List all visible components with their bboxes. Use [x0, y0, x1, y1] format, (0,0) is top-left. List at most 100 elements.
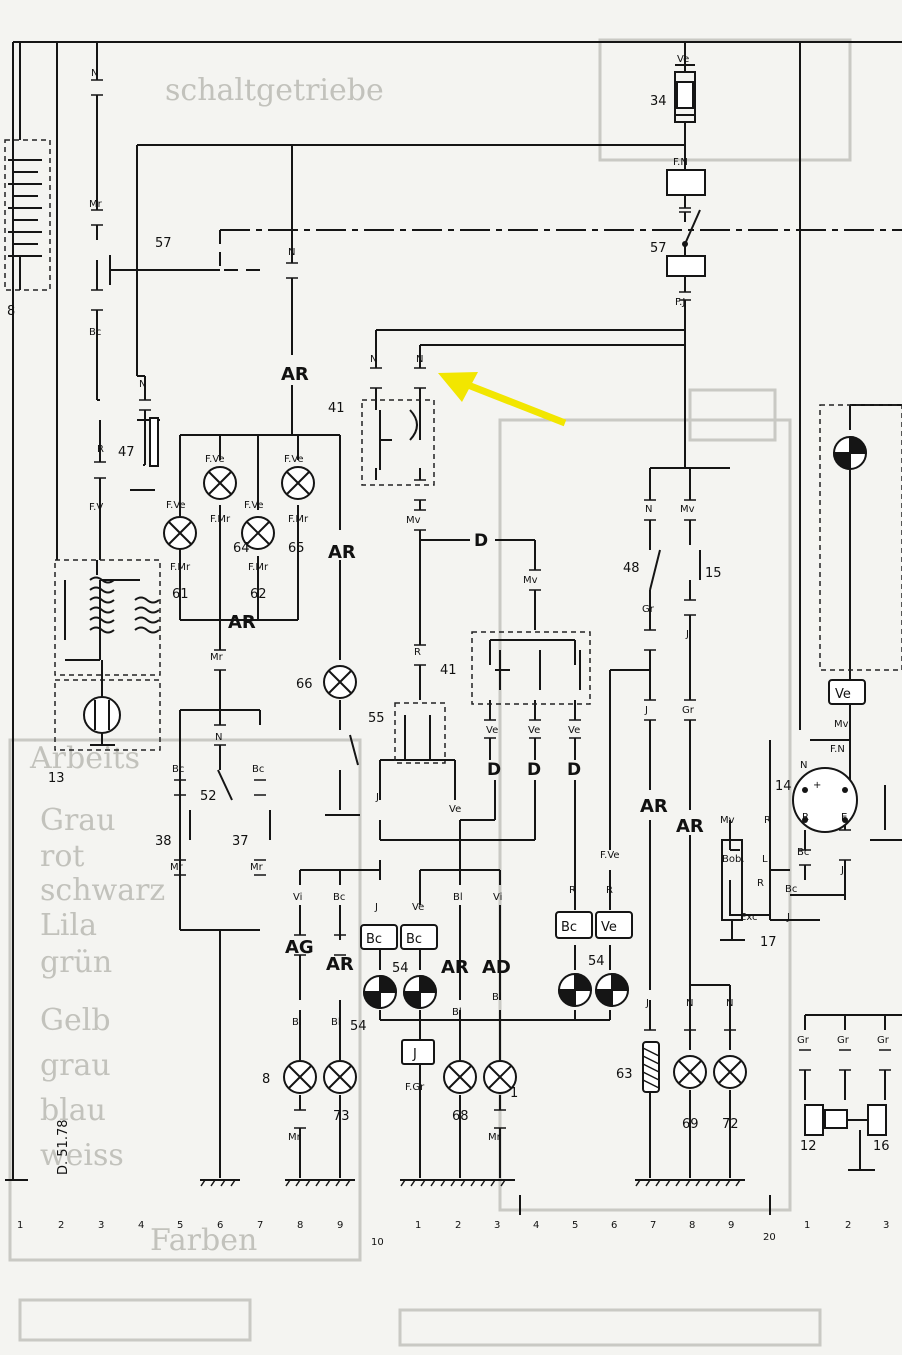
indicator-lamp-54d — [594, 972, 630, 1008]
dashed-enclosures — [4, 139, 902, 764]
code-mv: Mv — [406, 515, 421, 526]
column-number: 5 — [177, 1220, 183, 1231]
lampbox-bc-2: Bc — [406, 932, 422, 947]
code-gr: Gr — [877, 1035, 890, 1046]
label-1-lamp: 1 — [510, 1086, 518, 1101]
code-fve: F.Ve — [166, 500, 186, 511]
label-62: 62 — [250, 587, 267, 602]
code-r: R — [802, 812, 809, 823]
code-d: D — [487, 760, 501, 780]
column-number: 7 — [257, 1220, 263, 1231]
ghost-heading: schaltgetriebe — [165, 73, 384, 108]
label-68: 68 — [452, 1109, 469, 1124]
label-37: 37 — [232, 834, 249, 849]
label-12: 12 — [800, 1139, 817, 1154]
label-57-right: 57 — [650, 241, 667, 256]
code-fn: F.N — [673, 157, 688, 168]
column-number: 10 — [371, 1237, 384, 1248]
label-13: 13 — [48, 771, 65, 786]
lamp-73 — [323, 1060, 357, 1094]
label-72: 72 — [722, 1117, 739, 1132]
column-number: 3 — [98, 1220, 104, 1231]
lamps — [163, 435, 868, 1094]
label-54a: 54 — [392, 961, 409, 976]
code-mv: Mv — [720, 815, 735, 826]
code-ar: AR — [640, 796, 668, 817]
ghost-legend-0: Arbeits — [29, 741, 140, 776]
ghost-legend-1: Grau — [40, 803, 116, 838]
code-fve: F.Ve — [284, 454, 304, 465]
code-l: L — [762, 854, 768, 865]
lamp-1 — [483, 1060, 517, 1094]
lampbox-ve-1: Ve — [601, 920, 617, 935]
label-48: 48 — [623, 561, 640, 576]
label-65: 65 — [288, 541, 305, 556]
lamp-62 — [241, 516, 275, 550]
code-gr: Gr — [837, 1035, 850, 1046]
column-number: 5 — [572, 1220, 578, 1231]
code-gr: Gr — [642, 604, 655, 615]
code-ad: AD — [482, 957, 511, 978]
label-41-top: 41 — [328, 401, 345, 416]
code-gr: Gr — [682, 705, 695, 716]
lamp-65 — [281, 466, 315, 500]
column-number: 4 — [533, 1220, 539, 1231]
code-j: J — [685, 629, 689, 640]
label-38: 38 — [155, 834, 172, 849]
code-mv: Mv — [834, 719, 849, 730]
lamp-label-boxes — [360, 679, 866, 1065]
indicator-lamp-54a — [362, 974, 398, 1010]
lamp-68 — [443, 1060, 477, 1094]
column-number: 20 — [763, 1232, 776, 1243]
code-r: R — [569, 885, 576, 896]
label-14: 14 — [775, 779, 792, 794]
code-bc: Bc — [252, 764, 264, 775]
code-ve: Ve — [528, 725, 540, 736]
switch-12-16 — [804, 1104, 887, 1136]
ghost-legend-6: Gelb — [40, 1003, 111, 1038]
code-d: D — [474, 531, 488, 551]
generator-symbol — [64, 560, 160, 745]
code-ve: Ve — [677, 54, 689, 65]
code-fve: F.Ve — [244, 500, 264, 511]
code-bc: Bc — [172, 764, 184, 775]
code-ve: Ve — [412, 902, 424, 913]
column-number: 9 — [337, 1220, 343, 1231]
ghost-legend-7: grau — [40, 1048, 111, 1083]
code-mr: Mr — [210, 652, 224, 663]
code-mr: Mr — [89, 199, 103, 210]
code-bc: Bc — [333, 892, 345, 903]
column-number: 8 — [689, 1220, 695, 1231]
code-ar: AR — [328, 542, 356, 563]
highlight-arrow — [438, 372, 567, 427]
indicator-lamp-charge — [832, 435, 868, 471]
ghost-legend-9: weiss — [40, 1138, 124, 1173]
code-mr: Mr — [250, 862, 264, 873]
ghost-legend-8: blau — [40, 1093, 106, 1128]
label-34: 34 — [650, 94, 667, 109]
code-plus: + — [813, 780, 821, 791]
column-number: 8 — [297, 1220, 303, 1231]
code-bc: Bc — [797, 847, 809, 858]
code-ar: AR — [676, 816, 704, 837]
code-bc: Bc — [785, 884, 797, 895]
label-15: 15 — [705, 566, 722, 581]
code-ar: AR — [281, 364, 309, 385]
code-fgr: F.Gr — [405, 1082, 425, 1093]
battery-symbol — [8, 159, 42, 290]
code-n: N — [800, 760, 807, 771]
lamp-72 — [713, 1055, 747, 1089]
horn-coil-63 — [642, 1041, 660, 1093]
code-r: R — [606, 885, 613, 896]
indicator-lamp-54c — [557, 972, 593, 1008]
ground-rail — [5, 489, 902, 1215]
code-vi: Vi — [293, 892, 302, 903]
bleed-through-background: schaltgetriebe Arbeits Grau rot schwarz … — [8, 38, 852, 1347]
code-bl: Bl — [292, 1017, 302, 1028]
column-number: 3 — [494, 1220, 500, 1231]
code-j: J — [786, 912, 790, 923]
label-54c: 54 — [588, 954, 605, 969]
code-r: R — [414, 647, 421, 658]
column-number: 7 — [650, 1220, 656, 1231]
